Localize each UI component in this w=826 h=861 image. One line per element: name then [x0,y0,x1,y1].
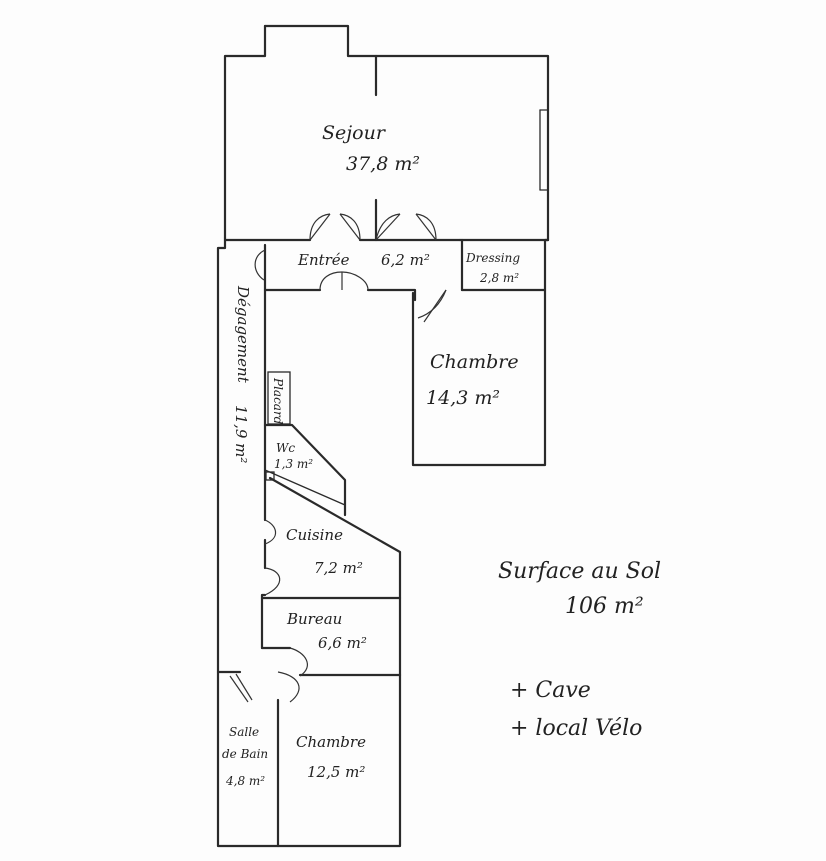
chambre1-name: Chambre [430,351,519,373]
chambre2-name: Chambre [296,733,366,751]
chambre1-area: 14,3 m² [426,387,500,409]
placard-name: Placard [271,377,285,425]
bureau-name: Bureau [286,610,342,628]
extra-local-velo: + local Vélo [510,716,642,741]
bureau-walls [260,596,402,650]
degagement-name: Dégagement [234,285,252,384]
chambre2-walls [216,670,402,848]
cuisine-area: 7,2 m² [314,559,363,577]
dressing-area: 2,8 m² [479,271,519,285]
sejour-area: 37,8 m² [346,153,420,175]
bureau-area: 6,6 m² [318,634,367,652]
wc-name: Wc [276,441,295,455]
salle-de-bain-area: 4,8 m² [225,774,265,788]
salle-de-bain-name-line2: de Bain [222,747,268,761]
wc-walls [263,423,347,517]
wc-area: 1,3 m² [274,457,313,471]
sejour-name: Sejour [322,122,387,144]
cuisine-walls [268,476,402,677]
doors [229,213,447,703]
extra-cave: + Cave [510,678,591,703]
degagement-area: 11,9 m² [232,405,250,463]
cuisine-name: Cuisine [286,526,343,544]
chambre2-area: 12,5 m² [307,763,365,781]
entree-name: Entrée [297,251,350,269]
dressing-name: Dressing [465,251,520,265]
outer-walls [216,24,550,848]
surface-notes: Surface au Sol 106 m² + Cave + local Vél… [498,559,661,741]
salle-de-bain-name-line1: Salle [229,725,259,739]
surface-value: 106 m² [565,594,644,619]
entree-area: 6,2 m² [381,251,430,269]
surface-label: Surface au Sol [498,559,661,584]
room-labels: Sejour 37,8 m² Entrée 6,2 m² Dressing 2,… [222,122,520,788]
corridor-walls [260,243,417,650]
